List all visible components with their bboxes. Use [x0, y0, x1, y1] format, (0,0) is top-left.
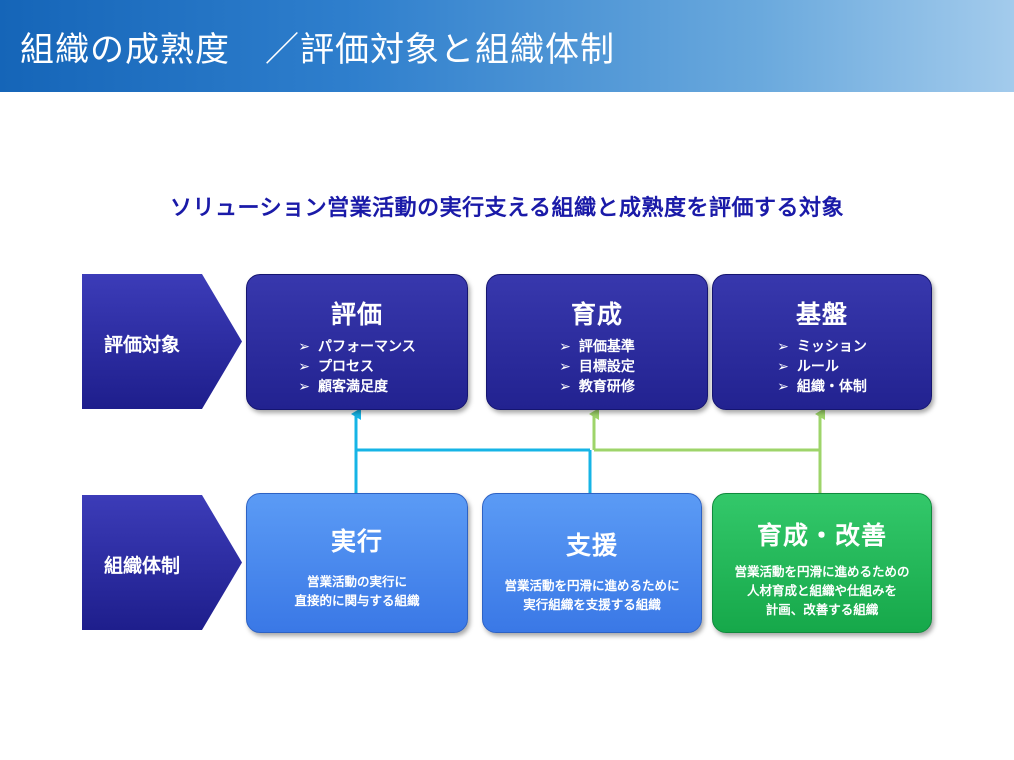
- row-label-organization: 組織体制: [104, 555, 181, 577]
- list-item: ➢ルール: [777, 359, 839, 375]
- arrow-bullet-icon: ➢: [559, 339, 571, 355]
- item-list: ➢評価基準 ➢目標設定 ➢教育研修: [559, 337, 635, 397]
- box-development: 育成 ➢評価基準 ➢目標設定 ➢教育研修: [486, 274, 708, 410]
- box-description-line: 直接的に関与する組織: [294, 593, 420, 608]
- page-title: 組織の成熟度 ／評価対象と組織体制: [20, 30, 615, 70]
- list-item: ➢パフォーマンス: [298, 339, 416, 355]
- box-title: 育成: [570, 300, 623, 329]
- box-description-line: 営業活動の実行に: [306, 574, 407, 589]
- box-title: 育成・改善: [756, 521, 887, 550]
- box-description-line: 人材育成と組織や仕組みを: [746, 583, 897, 598]
- row-arrow-evaluation: [82, 274, 242, 409]
- arrow-bullet-icon: ➢: [298, 359, 310, 375]
- arrow-bullet-icon: ➢: [777, 379, 789, 395]
- diagram-subtitle: ソリューション営業活動の実行支える組織と成熟度を評価する対象: [170, 196, 844, 221]
- arrow-bullet-icon: ➢: [559, 379, 571, 395]
- cyan-connector: [351, 408, 592, 493]
- box-foundation: 基盤 ➢ミッション ➢ルール ➢組織・体制: [712, 274, 932, 410]
- box-title: 評価: [330, 300, 383, 329]
- box-description-line: 営業活動を円滑に進めるために: [504, 578, 680, 593]
- box-evaluation: 評価 ➢パフォーマンス ➢プロセス ➢顧客満足度: [246, 274, 468, 410]
- arrow-bullet-icon: ➢: [298, 379, 310, 395]
- arrow-bullet-icon: ➢: [777, 339, 789, 355]
- list-item: ➢顧客満足度: [298, 379, 388, 395]
- row-arrow-organization: [82, 495, 242, 630]
- box-title: 基盤: [795, 300, 848, 329]
- box-title: 支援: [565, 531, 618, 560]
- box-description-line: 計画、改善する組織: [765, 602, 879, 617]
- box-title: 実行: [330, 527, 383, 556]
- list-item: ➢プロセス: [298, 359, 374, 375]
- list-item: ➢ミッション: [777, 339, 867, 355]
- list-item: ➢評価基準: [559, 339, 635, 355]
- list-item: ➢目標設定: [559, 359, 635, 375]
- row-label-evaluation: 評価対象: [104, 334, 181, 356]
- list-item: ➢教育研修: [559, 379, 635, 395]
- arrow-bullet-icon: ➢: [777, 359, 789, 375]
- arrow-bullet-icon: ➢: [298, 339, 310, 355]
- arrow-bullet-icon: ➢: [559, 359, 571, 375]
- box-improvement: 育成・改善 営業活動を円滑に進めるための 人材育成と組織や仕組みを 計画、改善す…: [712, 493, 932, 633]
- green-connector: [589, 408, 825, 493]
- box-support: 支援 営業活動を円滑に進めるために 実行組織を支援する組織: [482, 493, 702, 633]
- list-item: ➢組織・体制: [777, 379, 867, 395]
- box-description-line: 営業活動を円滑に進めるための: [734, 564, 910, 579]
- item-list: ➢ミッション ➢ルール ➢組織・体制: [777, 337, 867, 397]
- item-list: ➢パフォーマンス ➢プロセス ➢顧客満足度: [298, 337, 415, 397]
- box-execution: 実行 営業活動の実行に 直接的に関与する組織: [246, 493, 468, 633]
- title-bar: 組織の成熟度 ／評価対象と組織体制: [0, 0, 1014, 92]
- box-description-line: 実行組織を支援する組織: [523, 597, 661, 612]
